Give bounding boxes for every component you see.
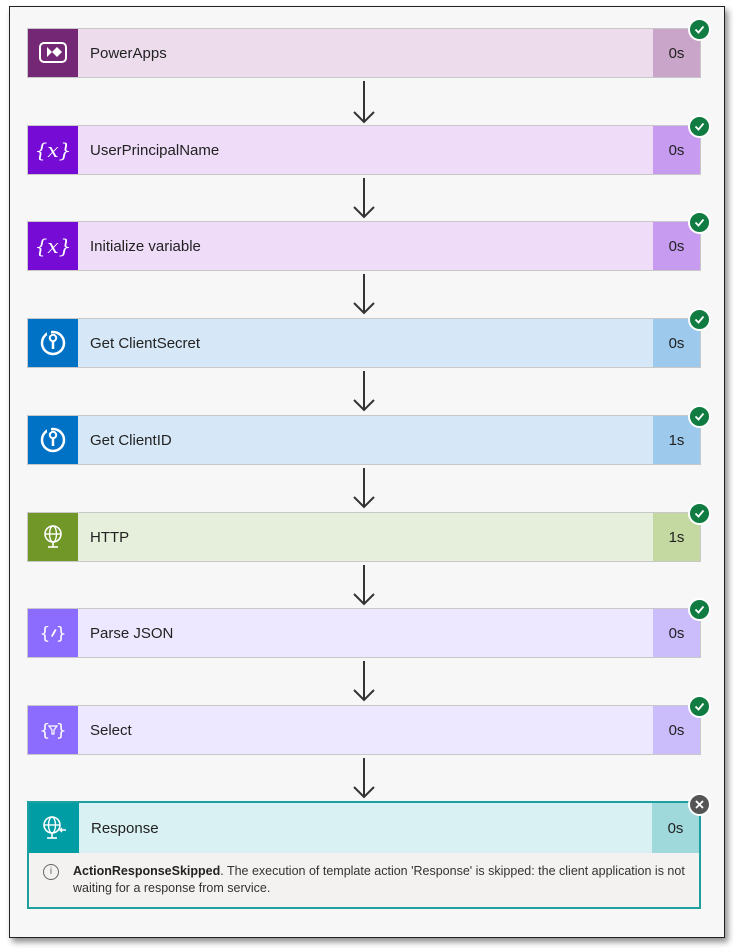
arrow-down-icon	[353, 758, 375, 799]
step-get-clientid[interactable]: Get ClientID 1s	[27, 415, 701, 465]
svg-text:{x}: {x}	[35, 234, 71, 258]
arrow-down-icon	[353, 178, 375, 219]
select-icon: { }	[28, 706, 78, 754]
success-check-icon	[688, 695, 711, 718]
step-duration: 0s	[653, 222, 700, 270]
success-check-icon	[688, 502, 711, 525]
step-label: Initialize variable	[78, 222, 653, 270]
key-vault-icon	[28, 416, 78, 464]
success-check-icon	[688, 115, 711, 138]
step-label: HTTP	[78, 513, 653, 561]
arrow-down-icon	[353, 661, 375, 702]
arrow-down-icon	[353, 565, 375, 606]
step-label: PowerApps	[78, 29, 653, 77]
step-label: Select	[78, 706, 653, 754]
step-powerapps[interactable]: PowerApps 0s	[27, 28, 701, 78]
success-check-icon	[688, 308, 711, 331]
variable-icon: {x}	[28, 222, 78, 270]
svg-text:{x}: {x}	[35, 138, 71, 162]
success-check-icon	[688, 211, 711, 234]
success-check-icon	[688, 18, 711, 41]
arrow-down-icon	[353, 468, 375, 509]
skipped-x-icon	[688, 793, 711, 816]
step-get-clientsecret[interactable]: Get ClientSecret 0s	[27, 318, 701, 368]
step-label: UserPrincipalName	[78, 126, 653, 174]
step-select[interactable]: { } Select 0s	[27, 705, 701, 755]
error-text: ActionResponseSkipped. The execution of …	[73, 863, 685, 897]
step-label: Parse JSON	[78, 609, 653, 657]
arrow-down-icon	[353, 81, 375, 124]
success-check-icon	[688, 598, 711, 621]
variable-icon: {x}	[28, 126, 78, 174]
success-check-icon	[688, 405, 711, 428]
arrow-down-icon	[353, 371, 375, 412]
step-label: Response	[79, 803, 652, 853]
response-globe-icon	[29, 803, 79, 853]
error-message: i ActionResponseSkipped. The execution o…	[29, 853, 699, 907]
http-globe-icon	[28, 513, 78, 561]
info-icon: i	[43, 864, 59, 880]
step-response[interactable]: Response 0s i ActionResponseSkipped. The…	[27, 801, 701, 909]
powerapps-icon	[28, 29, 78, 77]
step-http[interactable]: HTTP 1s	[27, 512, 701, 562]
step-parse-json[interactable]: { } Parse JSON 0s	[27, 608, 701, 658]
error-code: ActionResponseSkipped	[73, 864, 221, 878]
error-detail: . The execution of template action 'Resp…	[73, 864, 685, 895]
step-duration: 1s	[653, 416, 700, 464]
step-label: Get ClientID	[78, 416, 653, 464]
step-userprincipalname[interactable]: {x} UserPrincipalName 0s	[27, 125, 701, 175]
step-label: Get ClientSecret	[78, 319, 653, 367]
key-vault-icon	[28, 319, 78, 367]
svg-text:{ }: { }	[39, 721, 66, 741]
arrow-down-icon	[353, 274, 375, 315]
step-initialize-variable[interactable]: {x} Initialize variable 0s	[27, 221, 701, 271]
parse-json-icon: { }	[28, 609, 78, 657]
